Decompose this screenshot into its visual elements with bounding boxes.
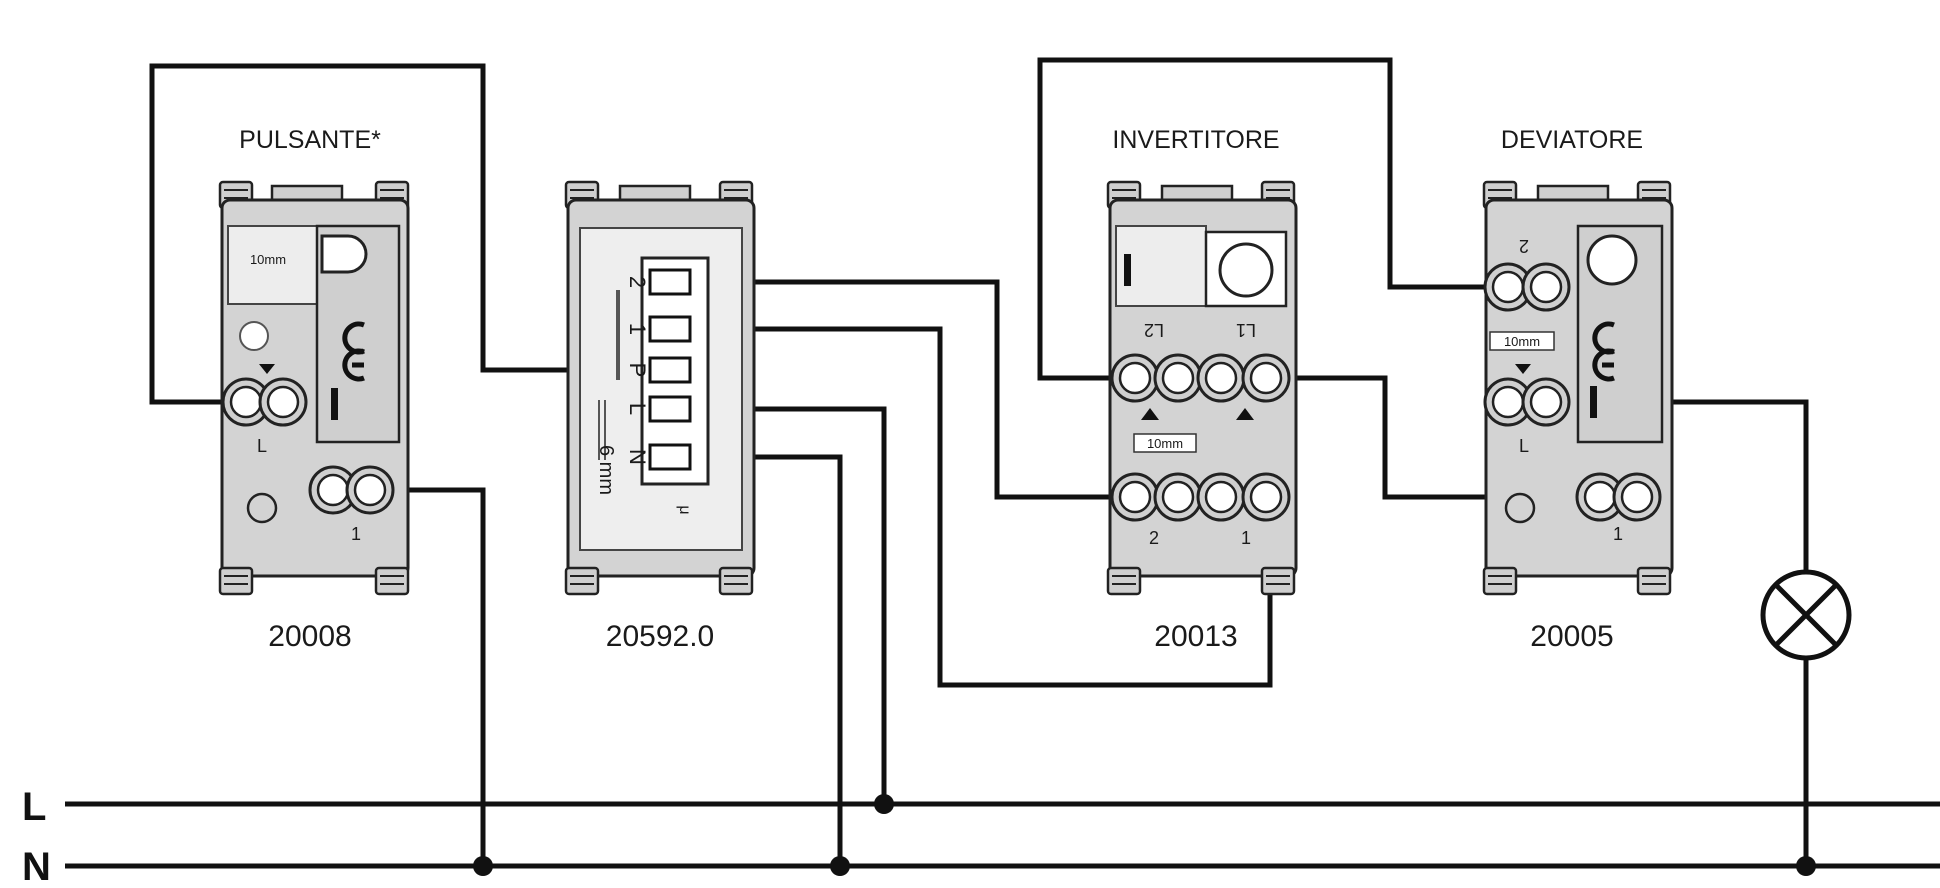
junctions bbox=[473, 794, 1816, 876]
junction-dot bbox=[830, 856, 850, 876]
strip-length-label: 10mm bbox=[250, 252, 286, 267]
strip-length-label: 10mm bbox=[1147, 436, 1183, 451]
module-20008: PULSANTE* 10mm L 1 20008 bbox=[218, 126, 410, 653]
terminal-label: 1 bbox=[351, 524, 361, 544]
terminal-label: 1 bbox=[625, 323, 650, 335]
bottom-clip bbox=[564, 566, 600, 596]
bottom-clip bbox=[374, 566, 410, 596]
strip-length-label: 6 mm bbox=[595, 445, 617, 495]
terminal-label: P bbox=[625, 363, 650, 378]
terminal-slots bbox=[648, 268, 692, 471]
screw-terminal bbox=[1521, 377, 1571, 427]
terminal-label: 2 bbox=[625, 276, 650, 288]
screw-terminal bbox=[1521, 262, 1571, 312]
strip-length-label: 10mm bbox=[1504, 334, 1540, 349]
terminal-label: L2 bbox=[1144, 320, 1164, 340]
terminal-label: 1 bbox=[1613, 524, 1623, 544]
screw-terminal bbox=[1241, 353, 1291, 403]
screw-terminal bbox=[1153, 472, 1203, 522]
module-20013: INVERTITORE L2 L1 10mm 2 1 20013 bbox=[1106, 126, 1298, 653]
arrow-marker bbox=[259, 364, 275, 374]
terminal-label: L bbox=[1519, 436, 1529, 456]
mu-label: μ bbox=[676, 505, 693, 514]
terminal-labels: 2 1 P L N bbox=[625, 276, 650, 465]
module-20592: 2 1 P L N 6 mm μ 20592.0 bbox=[564, 180, 756, 653]
module-title: INVERTITORE bbox=[1112, 126, 1279, 154]
module-20005: DEVIATORE 2 10mm L 1 20005 bbox=[1482, 126, 1674, 653]
screw-terminal bbox=[1196, 353, 1246, 403]
module-code: 20005 bbox=[1530, 620, 1613, 653]
wire-relay-L-to-L bbox=[692, 406, 887, 804]
bus-label-N: N bbox=[22, 845, 51, 888]
screw-terminal bbox=[345, 465, 395, 515]
wire-relay-1-to-inv-1 bbox=[692, 326, 1273, 688]
terminal-label: 1 bbox=[1241, 528, 1251, 548]
arrow-marker bbox=[1236, 408, 1254, 420]
terminal-label: L bbox=[625, 403, 650, 415]
bus-label-L: L bbox=[22, 785, 46, 829]
junction-dot bbox=[874, 794, 894, 814]
wire-inv-L2-to-dev-2 bbox=[1037, 57, 1502, 381]
screw-terminal bbox=[258, 377, 308, 427]
module-title: DEVIATORE bbox=[1501, 126, 1643, 154]
arrow-marker bbox=[1141, 408, 1159, 420]
terminal-label: L bbox=[257, 436, 267, 456]
screw-terminal bbox=[1110, 472, 1160, 522]
bus-lines: L N bbox=[22, 785, 1940, 888]
screw-terminal bbox=[1196, 472, 1246, 522]
module-title: PULSANTE* bbox=[239, 126, 381, 154]
bottom-clip bbox=[1482, 566, 1518, 596]
screw-terminal bbox=[1110, 353, 1160, 403]
terminal-label: 2 bbox=[1519, 236, 1529, 256]
screw-terminal bbox=[1241, 472, 1291, 522]
wire-relay-2-to-inv-2 bbox=[692, 279, 1130, 500]
screw-terminal bbox=[1153, 353, 1203, 403]
bottom-clip bbox=[1106, 566, 1142, 596]
module-code: 20013 bbox=[1154, 620, 1237, 653]
screw-terminal bbox=[1612, 472, 1662, 522]
module-code: 20008 bbox=[268, 620, 351, 653]
junction-dot bbox=[473, 856, 493, 876]
bottom-clip bbox=[1260, 566, 1296, 596]
lamp-icon bbox=[1760, 569, 1852, 661]
terminal-label: N bbox=[625, 449, 650, 465]
bottom-clip bbox=[218, 566, 254, 596]
module-code: 20592.0 bbox=[606, 620, 714, 653]
wire-pulsante-L-to-P bbox=[149, 63, 657, 405]
wire-pulsante-1-to-N bbox=[385, 487, 486, 866]
terminal-label: 2 bbox=[1149, 528, 1159, 548]
junction-dot bbox=[1796, 856, 1816, 876]
terminal-label: L1 bbox=[1236, 320, 1256, 340]
bottom-clip bbox=[718, 566, 754, 596]
arrow-marker bbox=[1515, 364, 1531, 374]
bottom-clip bbox=[1636, 566, 1672, 596]
